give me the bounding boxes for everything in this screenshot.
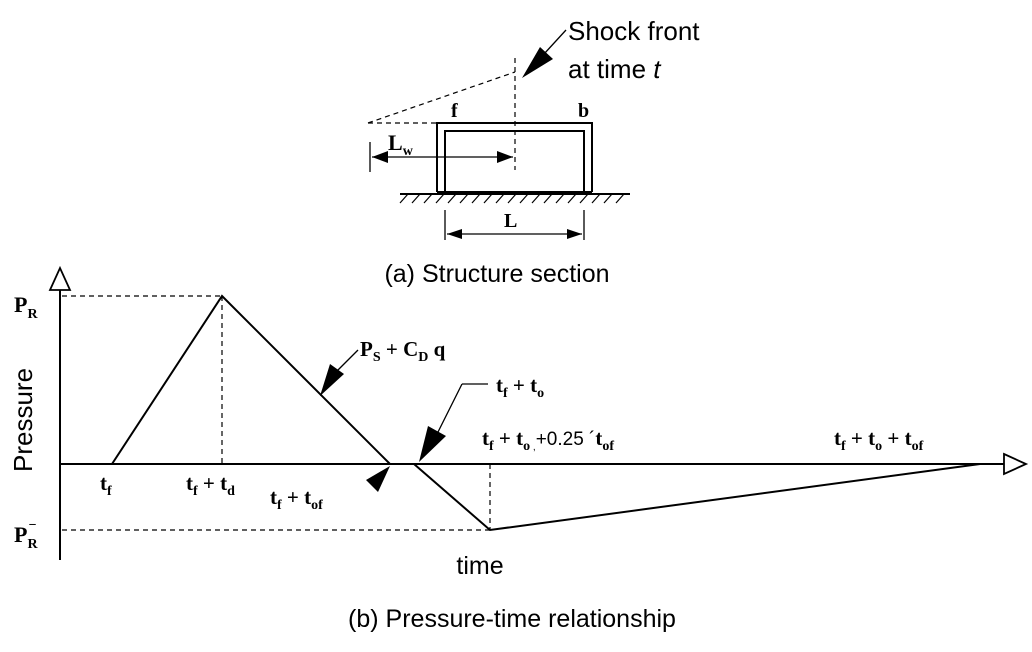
tof-arrowhead bbox=[366, 466, 390, 492]
tick-tf-tof: tf + tof bbox=[270, 485, 323, 513]
tick-end: tf + to + tof bbox=[834, 426, 924, 454]
pr-positive-label: PR bbox=[14, 292, 38, 322]
structure-section: Lw L f b Shock front at time t (a) Struc… bbox=[367, 16, 700, 288]
shock-leader-line bbox=[543, 29, 567, 55]
y-axis-label: Pressure bbox=[8, 368, 38, 472]
x-axis-arrow bbox=[1003, 452, 1029, 476]
positive-phase-curve bbox=[111, 294, 391, 465]
caption-structure: (a) Structure section bbox=[384, 260, 609, 288]
shock-label-line1: Shock front bbox=[568, 16, 700, 46]
lw-arrow-right bbox=[497, 151, 513, 163]
l-arrow-left bbox=[447, 229, 462, 239]
ground-hatch bbox=[399, 193, 625, 204]
back-label: b bbox=[578, 100, 589, 122]
load-label: PS + CD q bbox=[360, 337, 446, 365]
x-axis-label: time bbox=[456, 552, 503, 580]
building-inner bbox=[444, 130, 585, 192]
caption-pressure-time: (b) Pressure-time relationship bbox=[348, 605, 676, 633]
shock-arrowhead bbox=[522, 47, 553, 78]
lw-arrow-left bbox=[372, 151, 388, 163]
to-leader-diag bbox=[437, 383, 463, 433]
length-label: L bbox=[504, 210, 517, 232]
load-arrowhead bbox=[320, 364, 344, 396]
shock-label-line2: at time t bbox=[568, 54, 662, 84]
y-axis-arrow bbox=[48, 265, 72, 291]
shock-slope-line bbox=[367, 71, 516, 124]
tick-tf-to: tf + to bbox=[496, 373, 544, 401]
negative-phase-curve bbox=[413, 463, 981, 532]
pr-negative-label: PR− bbox=[14, 518, 38, 552]
front-label: f bbox=[451, 100, 458, 122]
tick-tf: tf bbox=[100, 471, 112, 499]
pressure-time-plot: Pressure PR PR− time (b) Pressure-time r… bbox=[8, 265, 1029, 633]
tick-tf-td: tf + td bbox=[186, 471, 235, 499]
to-arrowhead bbox=[419, 426, 446, 462]
lw-label: Lw bbox=[388, 130, 414, 159]
l-arrow-right bbox=[567, 229, 582, 239]
tick-mid: tf + to ,+0.25 ´tof bbox=[482, 426, 614, 454]
